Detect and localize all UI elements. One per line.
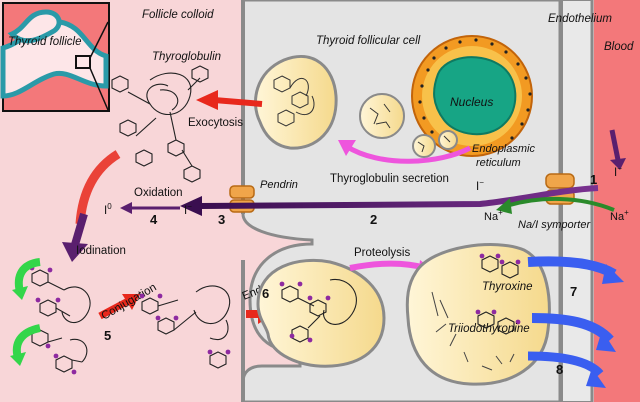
iodinated-thyroglobulin-left [31, 269, 91, 373]
lysosome-fragments [431, 291, 515, 371]
blood-iodide-arrow [609, 129, 621, 161]
iodine-atoms-endocytosed [279, 281, 331, 343]
iodine-atoms-hormones [475, 253, 521, 325]
thyroglobulin-label: Thyroglobulin [152, 51, 221, 63]
blood-iodide-arrowhead [610, 158, 626, 170]
iodide-transport-arrowhead [180, 196, 202, 216]
sodium-label-blood: Na+ [610, 208, 629, 223]
endothelium-label: Endothelium [548, 13, 612, 25]
exocytosis-arrow [213, 97, 263, 107]
pendrin-label: Pendrin [260, 179, 298, 191]
inset-title: Thyroid follicle [8, 36, 82, 48]
proteolysis-label: Proteolysis [354, 247, 410, 259]
step-8: 8 [556, 362, 563, 377]
iodine-atoms-conjugated [139, 293, 231, 355]
triiodothyronine-label: Triiodothyronine [448, 323, 530, 335]
hormone-arrowhead-lower [586, 368, 606, 388]
exocytosis-arrowhead [196, 90, 218, 110]
cell-label: Thyroid follicular cell [316, 35, 421, 47]
step-3: 3 [218, 212, 225, 227]
oxidation-arrowhead [62, 242, 88, 262]
er-label-line1: Endoplasmic [472, 143, 535, 155]
sodium-arrowhead [496, 198, 512, 214]
iodination-label: Iodination [76, 245, 126, 257]
iodide-label-cell: I− [476, 178, 484, 193]
exocytosis-tg-molecules [273, 75, 315, 127]
hormone-arrow-lower [527, 351, 604, 378]
iodination-green-arrowhead-top [12, 286, 28, 300]
blood-label: Blood [604, 41, 634, 53]
secretion-arrowhead [338, 140, 356, 156]
sodium-arrow [505, 196, 615, 212]
oxidation-label: Oxidation [134, 187, 183, 199]
step-7: 7 [570, 284, 577, 299]
iodide-transport-arrow [199, 185, 599, 209]
conjugated-thyroglobulin [141, 285, 231, 369]
conjugation-arrowhead [122, 294, 140, 310]
exocytosis-label: Exocytosis [188, 117, 243, 129]
step-6: 6 [262, 286, 269, 301]
iodide-label-blood: I− [614, 164, 622, 179]
thyroxine-label: Thyroxine [482, 281, 533, 293]
hormone-arrowhead-middle [596, 330, 616, 352]
oxidation-arrow-tail [70, 212, 88, 250]
colloid-label: Follicle colloid [142, 9, 214, 21]
secretion-arrow [344, 143, 472, 164]
sodium-label-cell: Na+ [484, 208, 503, 223]
symporter-label: Na/I symporter [518, 219, 591, 231]
thyroxine-molecule [481, 255, 519, 279]
conjugation-arrow [98, 296, 132, 320]
nucleus-group [411, 35, 533, 157]
tg-secretion-label: Thyroglobulin secretion [330, 173, 449, 185]
triiodothyronine-molecule [477, 311, 515, 335]
iodination-green-arrow-top [14, 258, 41, 293]
endocytosed-thyroglobulin [281, 278, 357, 343]
step-5: 5 [104, 328, 111, 343]
iodide-to-iodine-arrowhead [120, 202, 132, 214]
er-label-line2: reticulum [476, 157, 521, 169]
thyroglobulin-molecule [111, 65, 209, 183]
step-2: 2 [370, 212, 377, 227]
exocytosis-vesicle [253, 54, 338, 150]
secretory-vesicles [359, 93, 458, 158]
follicle-inset: Thyroid follicle [0, 2, 110, 112]
hormone-arrowhead-upper [602, 264, 624, 284]
iodide-label-colloid: I− [184, 202, 192, 217]
iodine-label: I0 [104, 202, 112, 217]
step-4: 4 [150, 212, 158, 227]
step-1: 1 [590, 172, 597, 187]
iodination-green-arrowhead-bottom [10, 352, 26, 366]
nucleus-label: Nucleus [450, 95, 493, 109]
